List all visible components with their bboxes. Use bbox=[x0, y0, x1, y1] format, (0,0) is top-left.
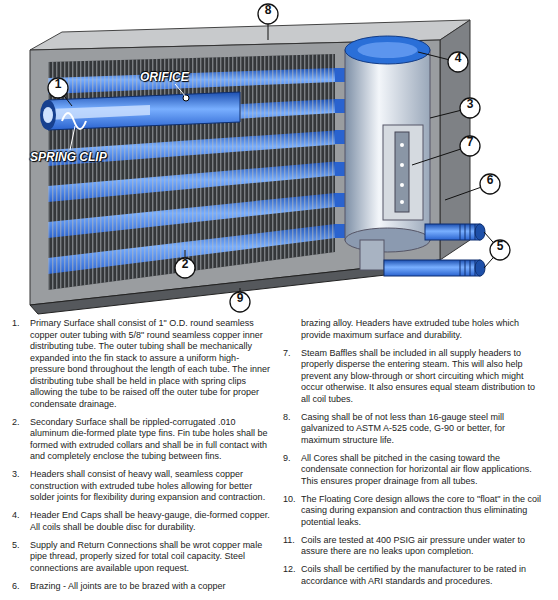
item-number: 10. bbox=[283, 494, 296, 506]
item-number: 8. bbox=[283, 412, 291, 424]
spec-text: All Cores shall be pitched in the casing… bbox=[301, 453, 532, 486]
spec-text: Supply and Return Connections shall be w… bbox=[30, 540, 262, 573]
item-number: 6. bbox=[12, 581, 20, 593]
baffle-hole bbox=[400, 163, 404, 167]
spec-text: The Floating Core design allows the core… bbox=[301, 494, 541, 527]
spec-item: 1. Primary Surface shall consist of 1" O.… bbox=[12, 318, 270, 410]
baffle-hole bbox=[400, 200, 404, 204]
callout-number: 8 bbox=[257, 3, 279, 25]
spec-item: 7. Steam Baffles shall be included in all… bbox=[283, 348, 546, 406]
spec-text: Casing shall be of not less than 16-gaug… bbox=[301, 412, 505, 445]
callout-number: 1 bbox=[47, 77, 69, 99]
item-number: 9. bbox=[283, 453, 291, 465]
callout-circle-outline bbox=[480, 174, 500, 194]
callout-circle-outline bbox=[490, 240, 510, 260]
item-number: 2. bbox=[12, 417, 20, 429]
end-cap-highlight bbox=[358, 42, 418, 58]
baffle-hole bbox=[400, 183, 404, 187]
callout-number: 4 bbox=[447, 51, 469, 73]
item-number: 5. bbox=[12, 540, 20, 552]
spec-item: brazing alloy. Headers have extruded tub… bbox=[283, 318, 546, 341]
item-number: 12. bbox=[283, 564, 296, 576]
item-number: 4. bbox=[12, 510, 20, 522]
spec-item: 5. Supply and Return Connections shall be… bbox=[12, 540, 270, 575]
header-bottom bbox=[345, 228, 430, 252]
callout-number-text: 4 bbox=[447, 51, 469, 65]
spec-text: Steam Baffles shall be included in all s… bbox=[301, 348, 535, 404]
callout-circle-outline bbox=[448, 52, 468, 72]
callout-number-text: 6 bbox=[479, 173, 501, 187]
header-cutaway bbox=[383, 125, 423, 220]
pipe-thread bbox=[460, 260, 475, 276]
callout-number: 2 bbox=[174, 257, 196, 279]
pipe-end bbox=[475, 260, 485, 276]
pipe-thread bbox=[460, 224, 475, 240]
spec-item: 6. Brazing - All joints are to be brazed … bbox=[12, 581, 270, 593]
spec-item: 10. The Floating Core design allows the c… bbox=[283, 494, 546, 529]
spec-item: 8. Casing shall be of not less than 16-ga… bbox=[283, 412, 546, 447]
callout-number: 9 bbox=[229, 291, 251, 313]
item-number: 3. bbox=[12, 469, 20, 481]
spring-clip bbox=[62, 113, 86, 129]
callout-circle-outline bbox=[48, 78, 68, 98]
leader-line bbox=[70, 126, 75, 150]
callout-number: 7 bbox=[459, 135, 481, 157]
item-number: 11. bbox=[283, 535, 295, 547]
spec-text: Brazing - All joints are to be brazed wi… bbox=[30, 581, 226, 591]
spec-item: 3. Headers shall consist of heavy wall, s… bbox=[12, 469, 270, 504]
tube-end bbox=[40, 100, 56, 130]
callout-number: 6 bbox=[479, 173, 501, 195]
callout-number-text: 3 bbox=[459, 97, 481, 111]
supply-connection bbox=[425, 224, 480, 240]
return-stub bbox=[360, 240, 384, 270]
inner-tube-end bbox=[43, 107, 53, 123]
tube-cutaway bbox=[48, 92, 240, 130]
item-number: 1. bbox=[12, 318, 20, 330]
return-connection bbox=[384, 260, 480, 276]
part-label: SPRING CLIP bbox=[30, 150, 107, 164]
leader-lines bbox=[58, 14, 500, 302]
callout-number-text: 7 bbox=[459, 135, 481, 149]
spec-item: 4. Header End Caps shall be heavy-gauge, … bbox=[12, 510, 270, 533]
part-label: ORIFICE bbox=[140, 70, 189, 84]
callout-number-text: 1 bbox=[47, 77, 69, 91]
callout-circle-outline bbox=[258, 4, 278, 24]
item-number: 7. bbox=[283, 348, 291, 360]
fin-face bbox=[48, 54, 335, 290]
spec-text: Primary Surface shall consist of 1" O.D.… bbox=[30, 318, 270, 409]
spec-text: Headers shall consist of heavy wall, sea… bbox=[30, 469, 265, 502]
spec-item: 12. Coils shall be certified by the manuf… bbox=[283, 564, 546, 587]
baffle-hole bbox=[400, 143, 404, 147]
spec-column: brazing alloy. Headers have extruded tub… bbox=[283, 318, 546, 594]
callout-circle-outline bbox=[460, 98, 480, 118]
casing-flange bbox=[30, 40, 440, 305]
callout-number-text: 2 bbox=[174, 257, 196, 271]
header-end-cap bbox=[345, 36, 430, 64]
fin-stack bbox=[48, 54, 335, 290]
callout-circle-outline bbox=[230, 292, 250, 312]
callout-circle-outline bbox=[175, 258, 195, 278]
callout-number-text: 5 bbox=[489, 239, 511, 253]
spec-text: Secondary Surface shall be rippled-corru… bbox=[30, 417, 268, 462]
spec-text: Coils are tested at 400 PSIG air pressur… bbox=[301, 535, 525, 557]
orifice bbox=[183, 95, 189, 101]
callout-number-text: 9 bbox=[229, 291, 251, 305]
spec-item: 2. Secondary Surface shall be rippled-cor… bbox=[12, 417, 270, 463]
header bbox=[345, 50, 430, 240]
callout-number: 5 bbox=[489, 239, 511, 261]
spec-text: Coils shall be certified by the manufact… bbox=[301, 564, 526, 586]
callout-circle-outline bbox=[460, 136, 480, 156]
steam-baffle bbox=[395, 132, 409, 212]
pipe-end bbox=[475, 224, 485, 240]
spec-item: 9. All Cores shall be pitched in the casi… bbox=[283, 453, 546, 488]
callout-number-text: 8 bbox=[257, 3, 279, 17]
spec-item: 11. Coils are tested at 400 PSIG air pres… bbox=[283, 535, 546, 558]
callout-number: 3 bbox=[459, 97, 481, 119]
spec-column: 1. Primary Surface shall consist of 1" O.… bbox=[12, 318, 270, 599]
spec-text: Header End Caps shall be heavy-gauge, di… bbox=[30, 510, 270, 532]
leader-line bbox=[175, 84, 186, 97]
spec-text: brazing alloy. Headers have extruded tub… bbox=[301, 318, 519, 340]
